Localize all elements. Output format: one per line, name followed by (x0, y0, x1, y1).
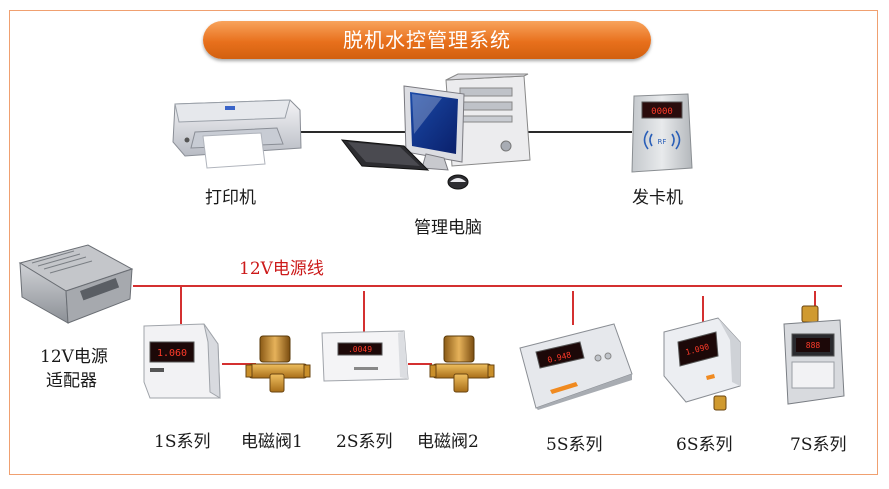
power-line (133, 285, 842, 287)
power-drop-1s (180, 286, 182, 324)
valve-2-icon (429, 335, 495, 393)
link-1s-valve1 (222, 363, 256, 365)
power-drop-5s (572, 291, 574, 325)
valve-1-label: 电磁阀1 (241, 432, 303, 452)
computer-label: 管理电脑 (414, 218, 482, 238)
printer-icon (172, 99, 302, 169)
diagram-title: 脱机水控管理系统 (203, 21, 651, 59)
series-2s-icon: .0049 (321, 330, 409, 382)
card-issuer-icon: 0000 RF (631, 93, 693, 173)
computer-icon (340, 73, 531, 190)
series-1s-icon: 1.060 (143, 323, 221, 399)
power-drop-6s (702, 296, 704, 330)
link-printer-computer (300, 131, 412, 133)
series-7s-icon: 888 (783, 305, 845, 405)
link-2s-valve2 (408, 363, 432, 365)
series-2s-label: 2S系列 (336, 432, 393, 452)
card-issuer-label: 发卡机 (632, 188, 683, 208)
valve-1-icon (245, 335, 311, 393)
power-drop-2s (363, 291, 365, 333)
valve-2-label: 电磁阀2 (417, 432, 479, 452)
power-adapter-label-line1: 12V电源 (40, 347, 108, 367)
series-2s-display: .0049 (348, 345, 372, 354)
series-1s-display: 1.060 (157, 348, 187, 359)
printer-label: 打印机 (205, 188, 256, 208)
link-computer-card-issuer (528, 131, 632, 133)
series-6s-icon: 1.090 (663, 317, 741, 411)
svg-text:RF: RF (658, 138, 667, 146)
series-5s-label: 5S系列 (546, 435, 603, 455)
power-adapter-icon (18, 244, 134, 324)
power-adapter-label-line2: 适配器 (46, 371, 97, 391)
series-7s-display: 888 (806, 341, 821, 350)
series-5s-icon: 0.948 (519, 323, 633, 410)
diagram-frame (9, 10, 878, 475)
power-line-label: 12V电源线 (239, 259, 324, 279)
series-7s-label: 7S系列 (790, 435, 847, 455)
series-6s-label: 6S系列 (676, 435, 733, 455)
series-1s-label: 1S系列 (154, 432, 211, 452)
svg-text:0000: 0000 (651, 107, 673, 117)
